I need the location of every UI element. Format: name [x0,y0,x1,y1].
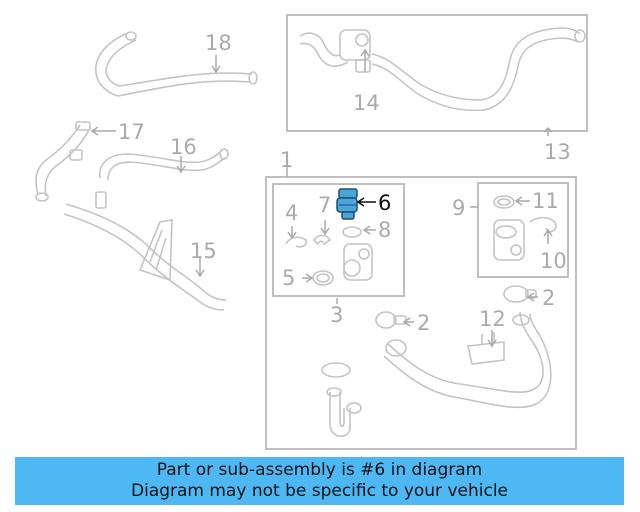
assembly-box-13 [286,14,588,132]
callout-16: 16 [170,135,197,159]
hose-18 [94,31,258,97]
subassembly-box-9 [477,182,569,278]
hose-assembly-1 [383,311,552,409]
callout-9: 9 [452,196,465,220]
callout-2a: 2 [417,311,430,335]
callout-18: 18 [205,31,232,55]
hose-16 [99,148,229,181]
banner-line-2: Diagram may not be specific to your vehi… [130,481,508,501]
oring-5 [312,270,334,286]
oring-8 [342,226,362,238]
callout-6: 6 [378,191,391,215]
bracket-12 [467,332,505,365]
hose-14 [299,27,586,112]
callout-4: 4 [285,201,298,225]
callout-2b: 2 [542,286,555,310]
clip-7 [312,234,332,246]
callout-11: 11 [532,189,559,213]
hose-17 [35,121,91,202]
callout-14: 14 [353,91,380,115]
callout-10: 10 [540,249,567,273]
hose-lower [321,362,362,437]
callout-7: 7 [318,193,331,217]
clip-10 [529,216,557,233]
info-banner: Part or sub-assembly is #6 in diagram Di… [15,457,624,505]
callout-8: 8 [378,218,391,242]
callout-3: 3 [330,303,343,327]
clamp-2b [503,285,537,303]
callout-12: 12 [479,307,506,331]
oring-11 [493,195,515,209]
callout-13: 13 [544,140,571,164]
callout-17: 17 [118,120,145,144]
callout-1: 1 [280,148,293,172]
part-6-highlighted [336,188,358,220]
assembly-box-1 [265,176,577,450]
clip-4 [285,236,308,248]
callout-5: 5 [282,266,295,290]
pipe-15 [63,191,227,311]
clamp-2a [375,311,407,329]
subassembly-box-3 [272,183,405,297]
housing-9 [493,219,525,261]
housing-3 [343,243,373,281]
callout-15: 15 [190,239,217,263]
banner-line-1: Part or sub-assembly is #6 in diagram [156,460,483,480]
parts-diagram: 18 14 13 17 16 15 1 6 4 7 8 5 3 9 11 10 … [35,14,588,450]
